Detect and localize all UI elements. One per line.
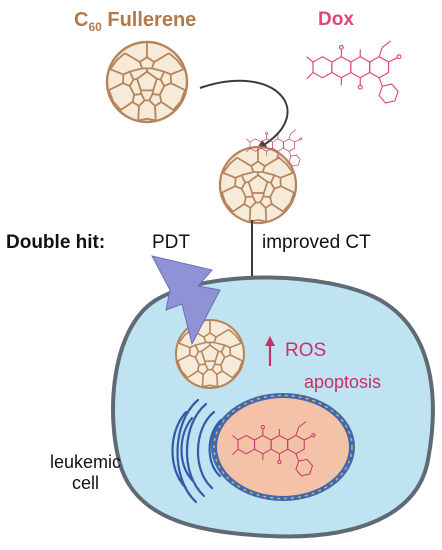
dox-label: Dox <box>318 9 354 30</box>
ros-label: ROS <box>285 340 327 361</box>
fullerene-molecule-icon <box>105 40 189 124</box>
improved-ct-label: improved CT <box>262 232 371 253</box>
endoplasmic-reticulum <box>171 398 223 504</box>
cell-fullerene-icon <box>174 318 246 390</box>
lightning-bolt-icon <box>151 255 221 346</box>
fullerene-label: C60 Fullerene <box>74 9 197 34</box>
fullerene-dox-conjugate-icon <box>218 129 303 225</box>
apoptosis-label: apoptosis <box>304 372 382 392</box>
double-hit-label: Double hit: <box>6 232 106 253</box>
doxorubicin-molecule-icon <box>306 40 402 104</box>
conjugation-arrow <box>199 79 289 147</box>
pdt-label: PDT <box>152 232 190 253</box>
ros-increase-arrowhead <box>265 336 275 346</box>
nucleus <box>211 393 355 501</box>
